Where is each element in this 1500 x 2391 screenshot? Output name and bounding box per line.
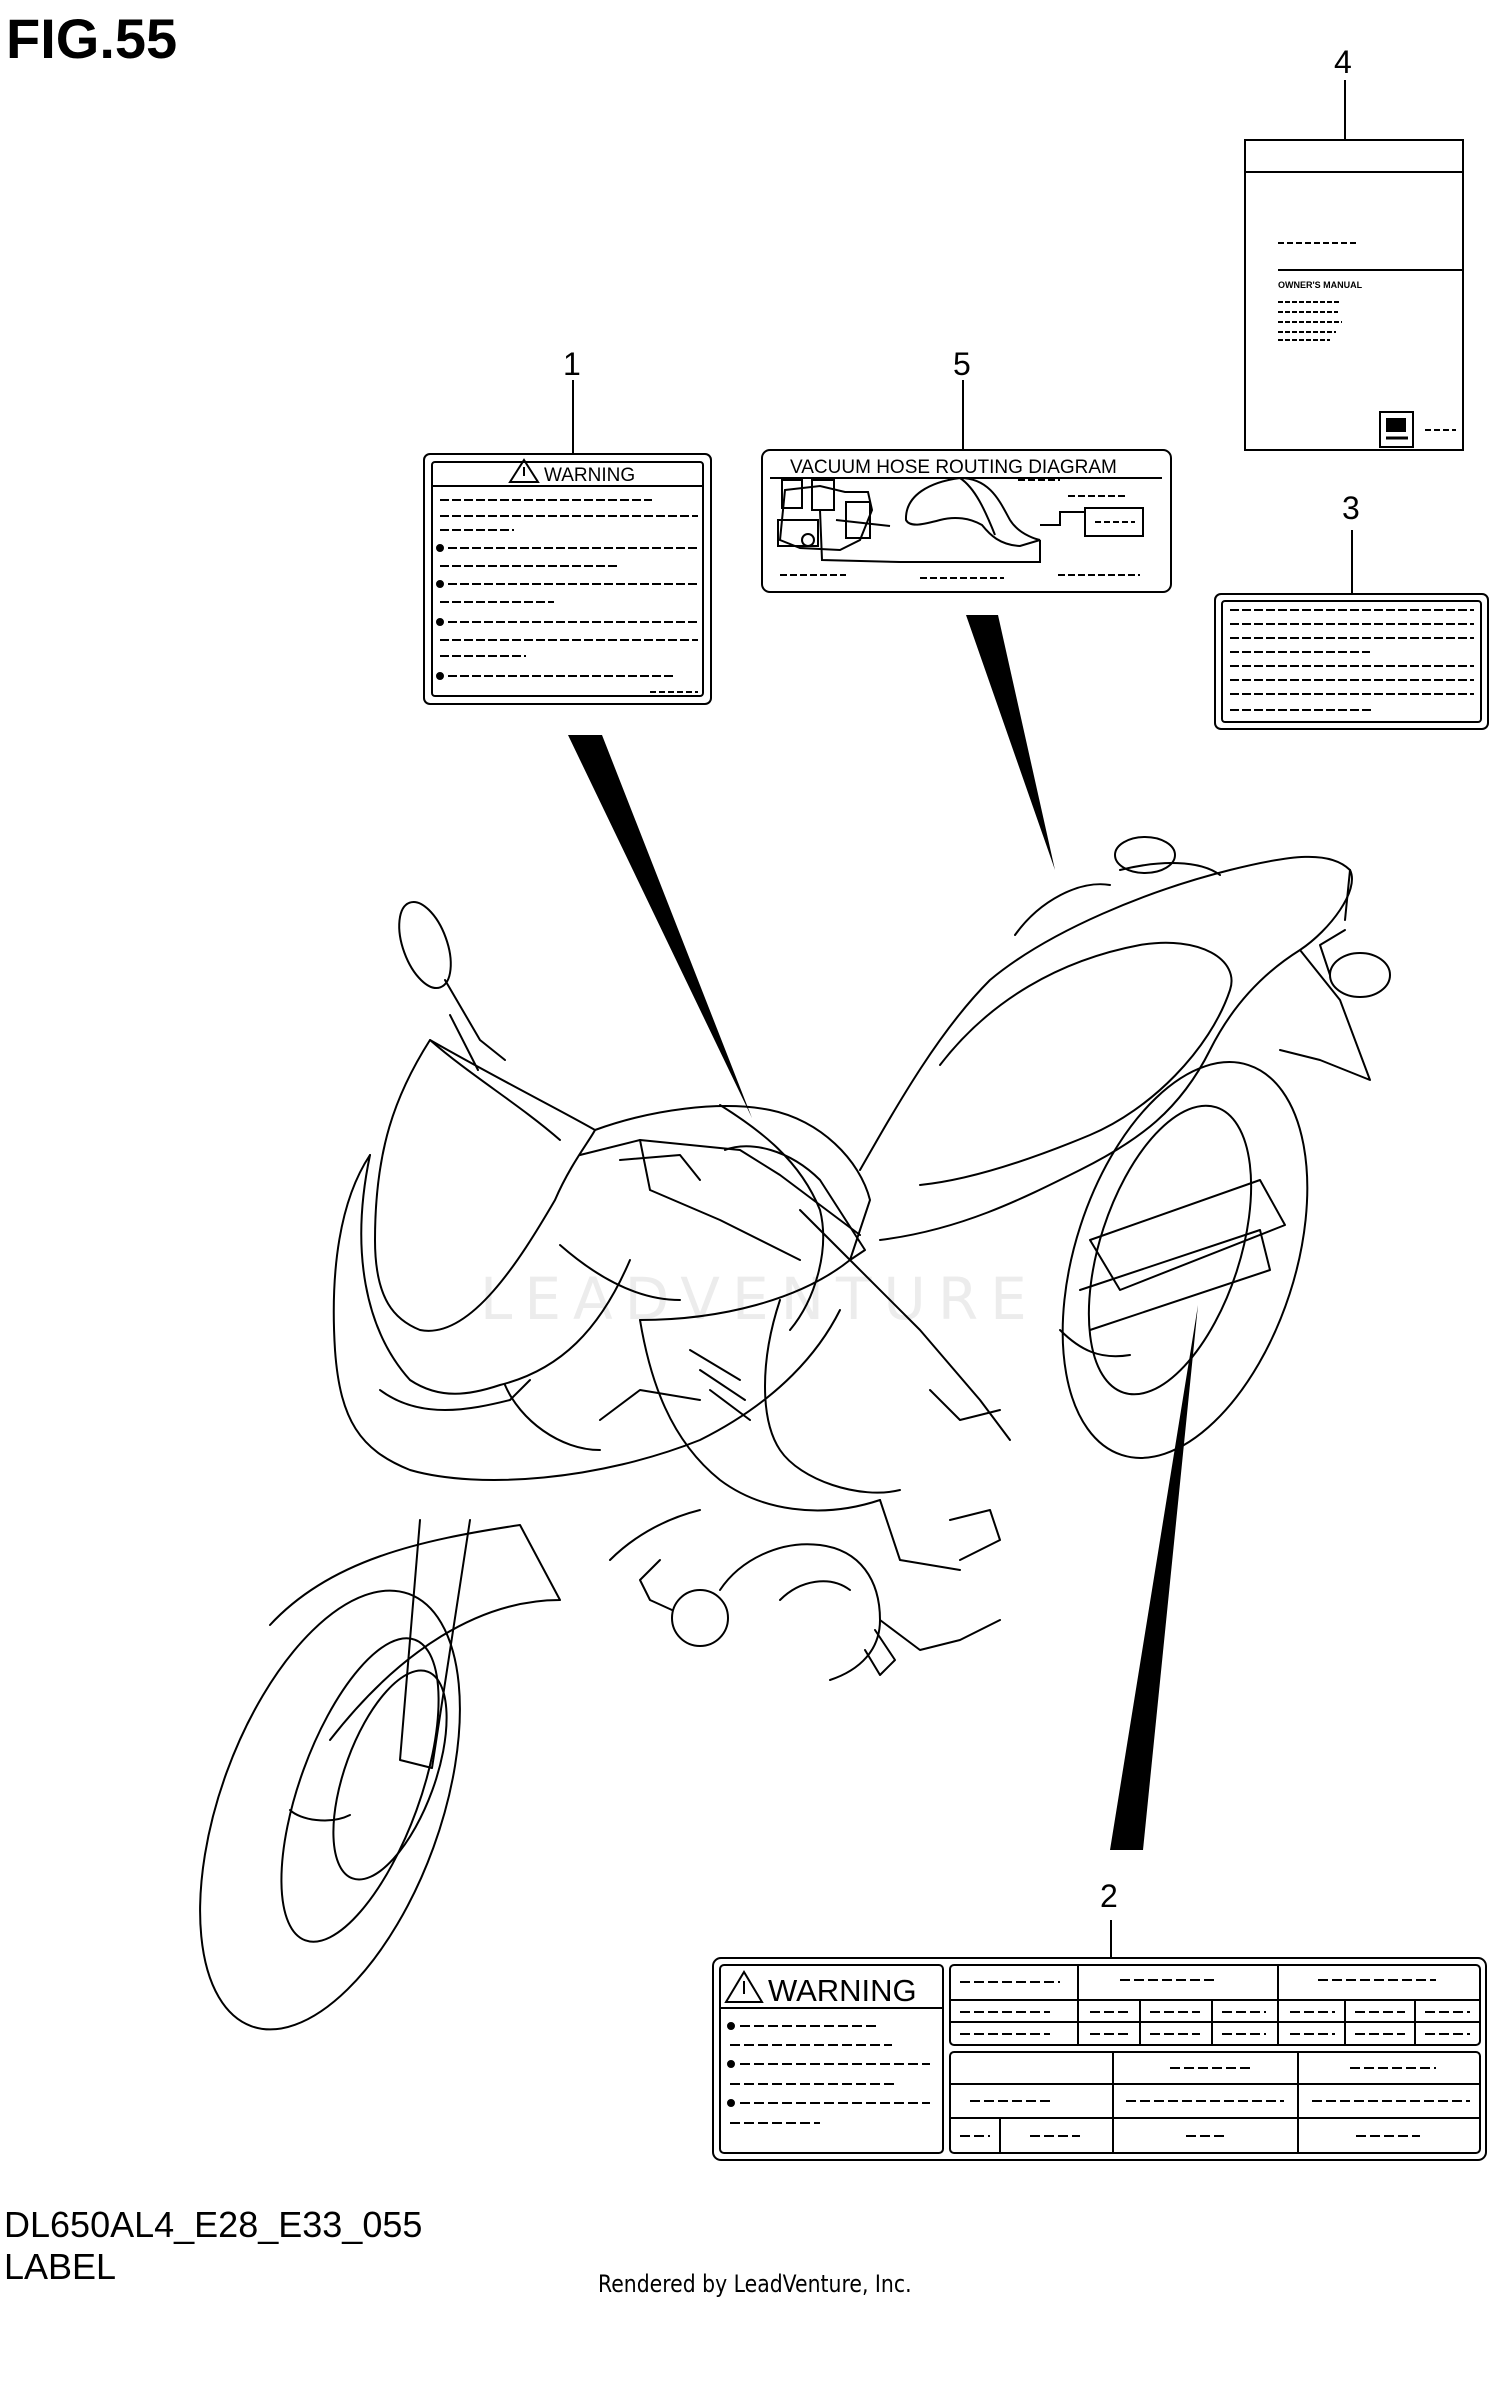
figure-code: DL650AL4_E28_E33_055 — [4, 2204, 423, 2245]
manual-heading: OWNER'S MANUAL — [1278, 280, 1363, 290]
watermark: LEADVENTURE — [480, 1265, 1039, 1333]
fuel-tank-sketch — [904, 476, 1041, 548]
vacuum-hose-heading: VACUUM HOSE ROUTING DIAGRAM — [790, 457, 1117, 478]
callout-2: 2 — [1100, 1878, 1118, 1914]
callout-3: 3 — [1342, 490, 1360, 526]
motorcycle-illustration — [199, 836, 1391, 2031]
warning-large-heading: WARNING — [768, 1973, 917, 2008]
owners-manual-label[interactable]: OWNER'S MANUAL — [1244, 80, 1464, 451]
info-label[interactable] — [1214, 530, 1489, 730]
figure-description: LABEL — [4, 2246, 117, 2287]
suzuki-logo-icon — [1386, 418, 1408, 440]
engine-sketch — [777, 479, 901, 563]
warning-label-large[interactable]: WARNING — [712, 1920, 1487, 2161]
figure-title: FIG.55 — [6, 7, 178, 70]
callout-5: 5 — [953, 346, 971, 382]
warning-label-small[interactable]: WARNING — [423, 380, 712, 705]
callout-1: 1 — [563, 346, 581, 382]
callout-4: 4 — [1334, 44, 1352, 80]
warning-triangle-icon — [508, 458, 540, 483]
warning-small-heading: WARNING — [544, 465, 635, 486]
warning-triangle-icon — [724, 1970, 764, 2003]
leader-arrows — [568, 615, 1198, 1850]
render-credit: Rendered by LeadVenture, Inc. — [598, 2270, 912, 2298]
vacuum-hose-label[interactable]: VACUUM HOSE ROUTING DIAGRAM — [761, 380, 1172, 593]
